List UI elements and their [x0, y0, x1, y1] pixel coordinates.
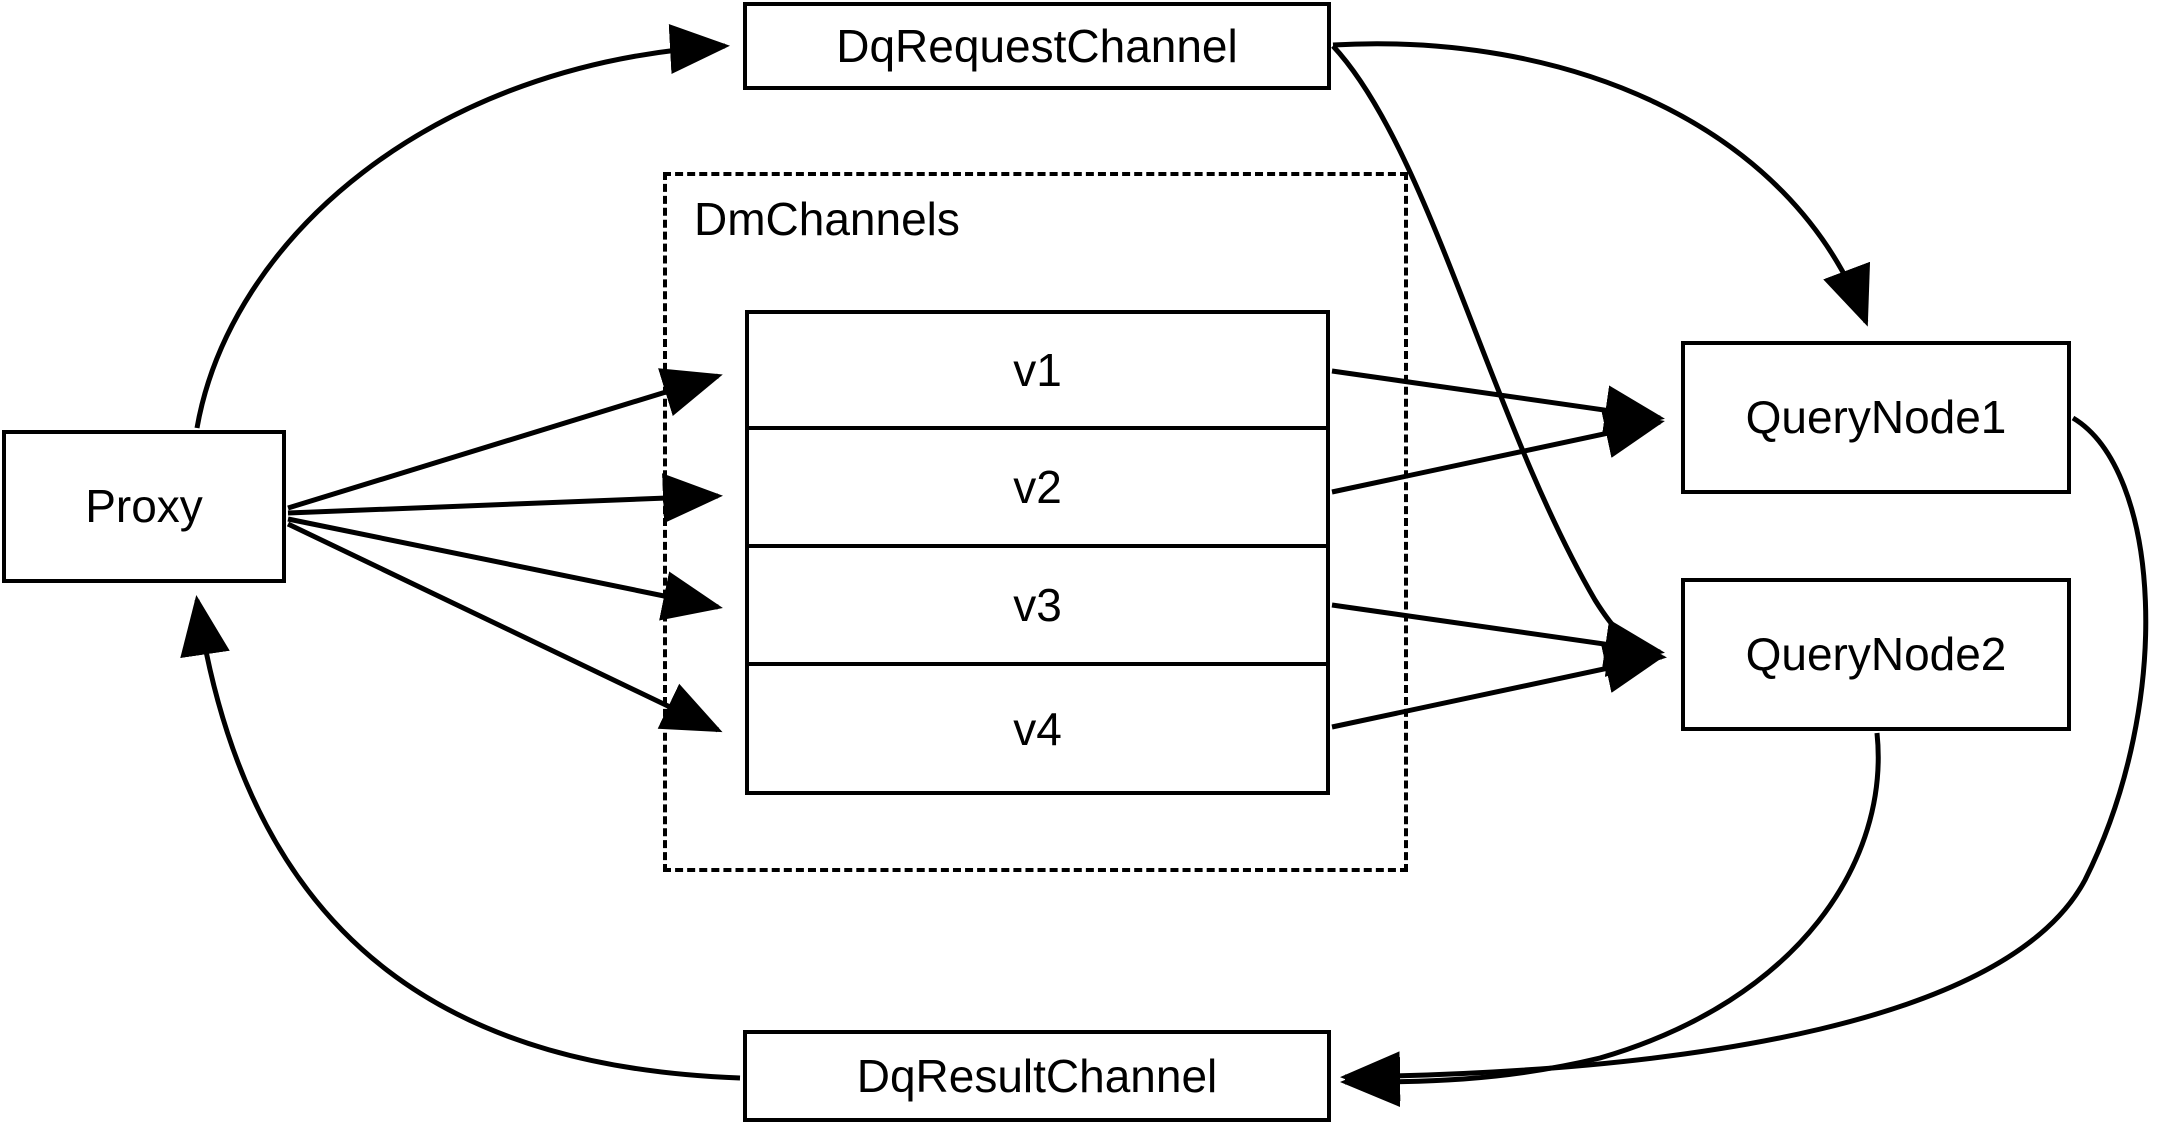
edge-proxy-to-v1: [287, 368, 723, 511]
edge-proxy-to-v3: [287, 516, 723, 621]
edge-proxy-to-dq-request-channel: [194, 24, 730, 429]
channel-row-v4[interactable]: v4: [749, 666, 1326, 791]
edge-query-node-2-to-dq-result-channel: [1340, 732, 1881, 1107]
edge-proxy-to-v4: [286, 521, 723, 733]
node-dq-result-channel[interactable]: DqResultChannel: [743, 1030, 1331, 1122]
node-dq-request-channel[interactable]: DqRequestChannel: [743, 2, 1331, 90]
node-proxy[interactable]: Proxy: [2, 430, 286, 583]
node-query-node-1[interactable]: QueryNode1: [1681, 341, 2071, 494]
edge-proxy-to-v2: [287, 473, 723, 524]
channel-row-v1[interactable]: v1: [749, 314, 1326, 431]
dm-channel-stack: v1 v2 v3 v4: [745, 310, 1330, 795]
node-query-node-2[interactable]: QueryNode2: [1681, 578, 2071, 731]
channel-row-v2[interactable]: v2: [749, 430, 1326, 549]
edge-v2-to-query-node-1: [1331, 409, 1665, 495]
edge-v4-to-query-node-2: [1331, 644, 1665, 730]
channel-row-v3[interactable]: v3: [749, 548, 1326, 667]
edge-query-node-1-to-dq-result-channel: [1340, 415, 2149, 1102]
dm-channels-label: DmChannels: [694, 193, 960, 245]
edge-dq-request-channel-to-query-node-1: [1332, 41, 1870, 327]
dm-channels-group: [663, 172, 1408, 872]
edge-dq-result-channel-to-proxy: [180, 595, 741, 1081]
